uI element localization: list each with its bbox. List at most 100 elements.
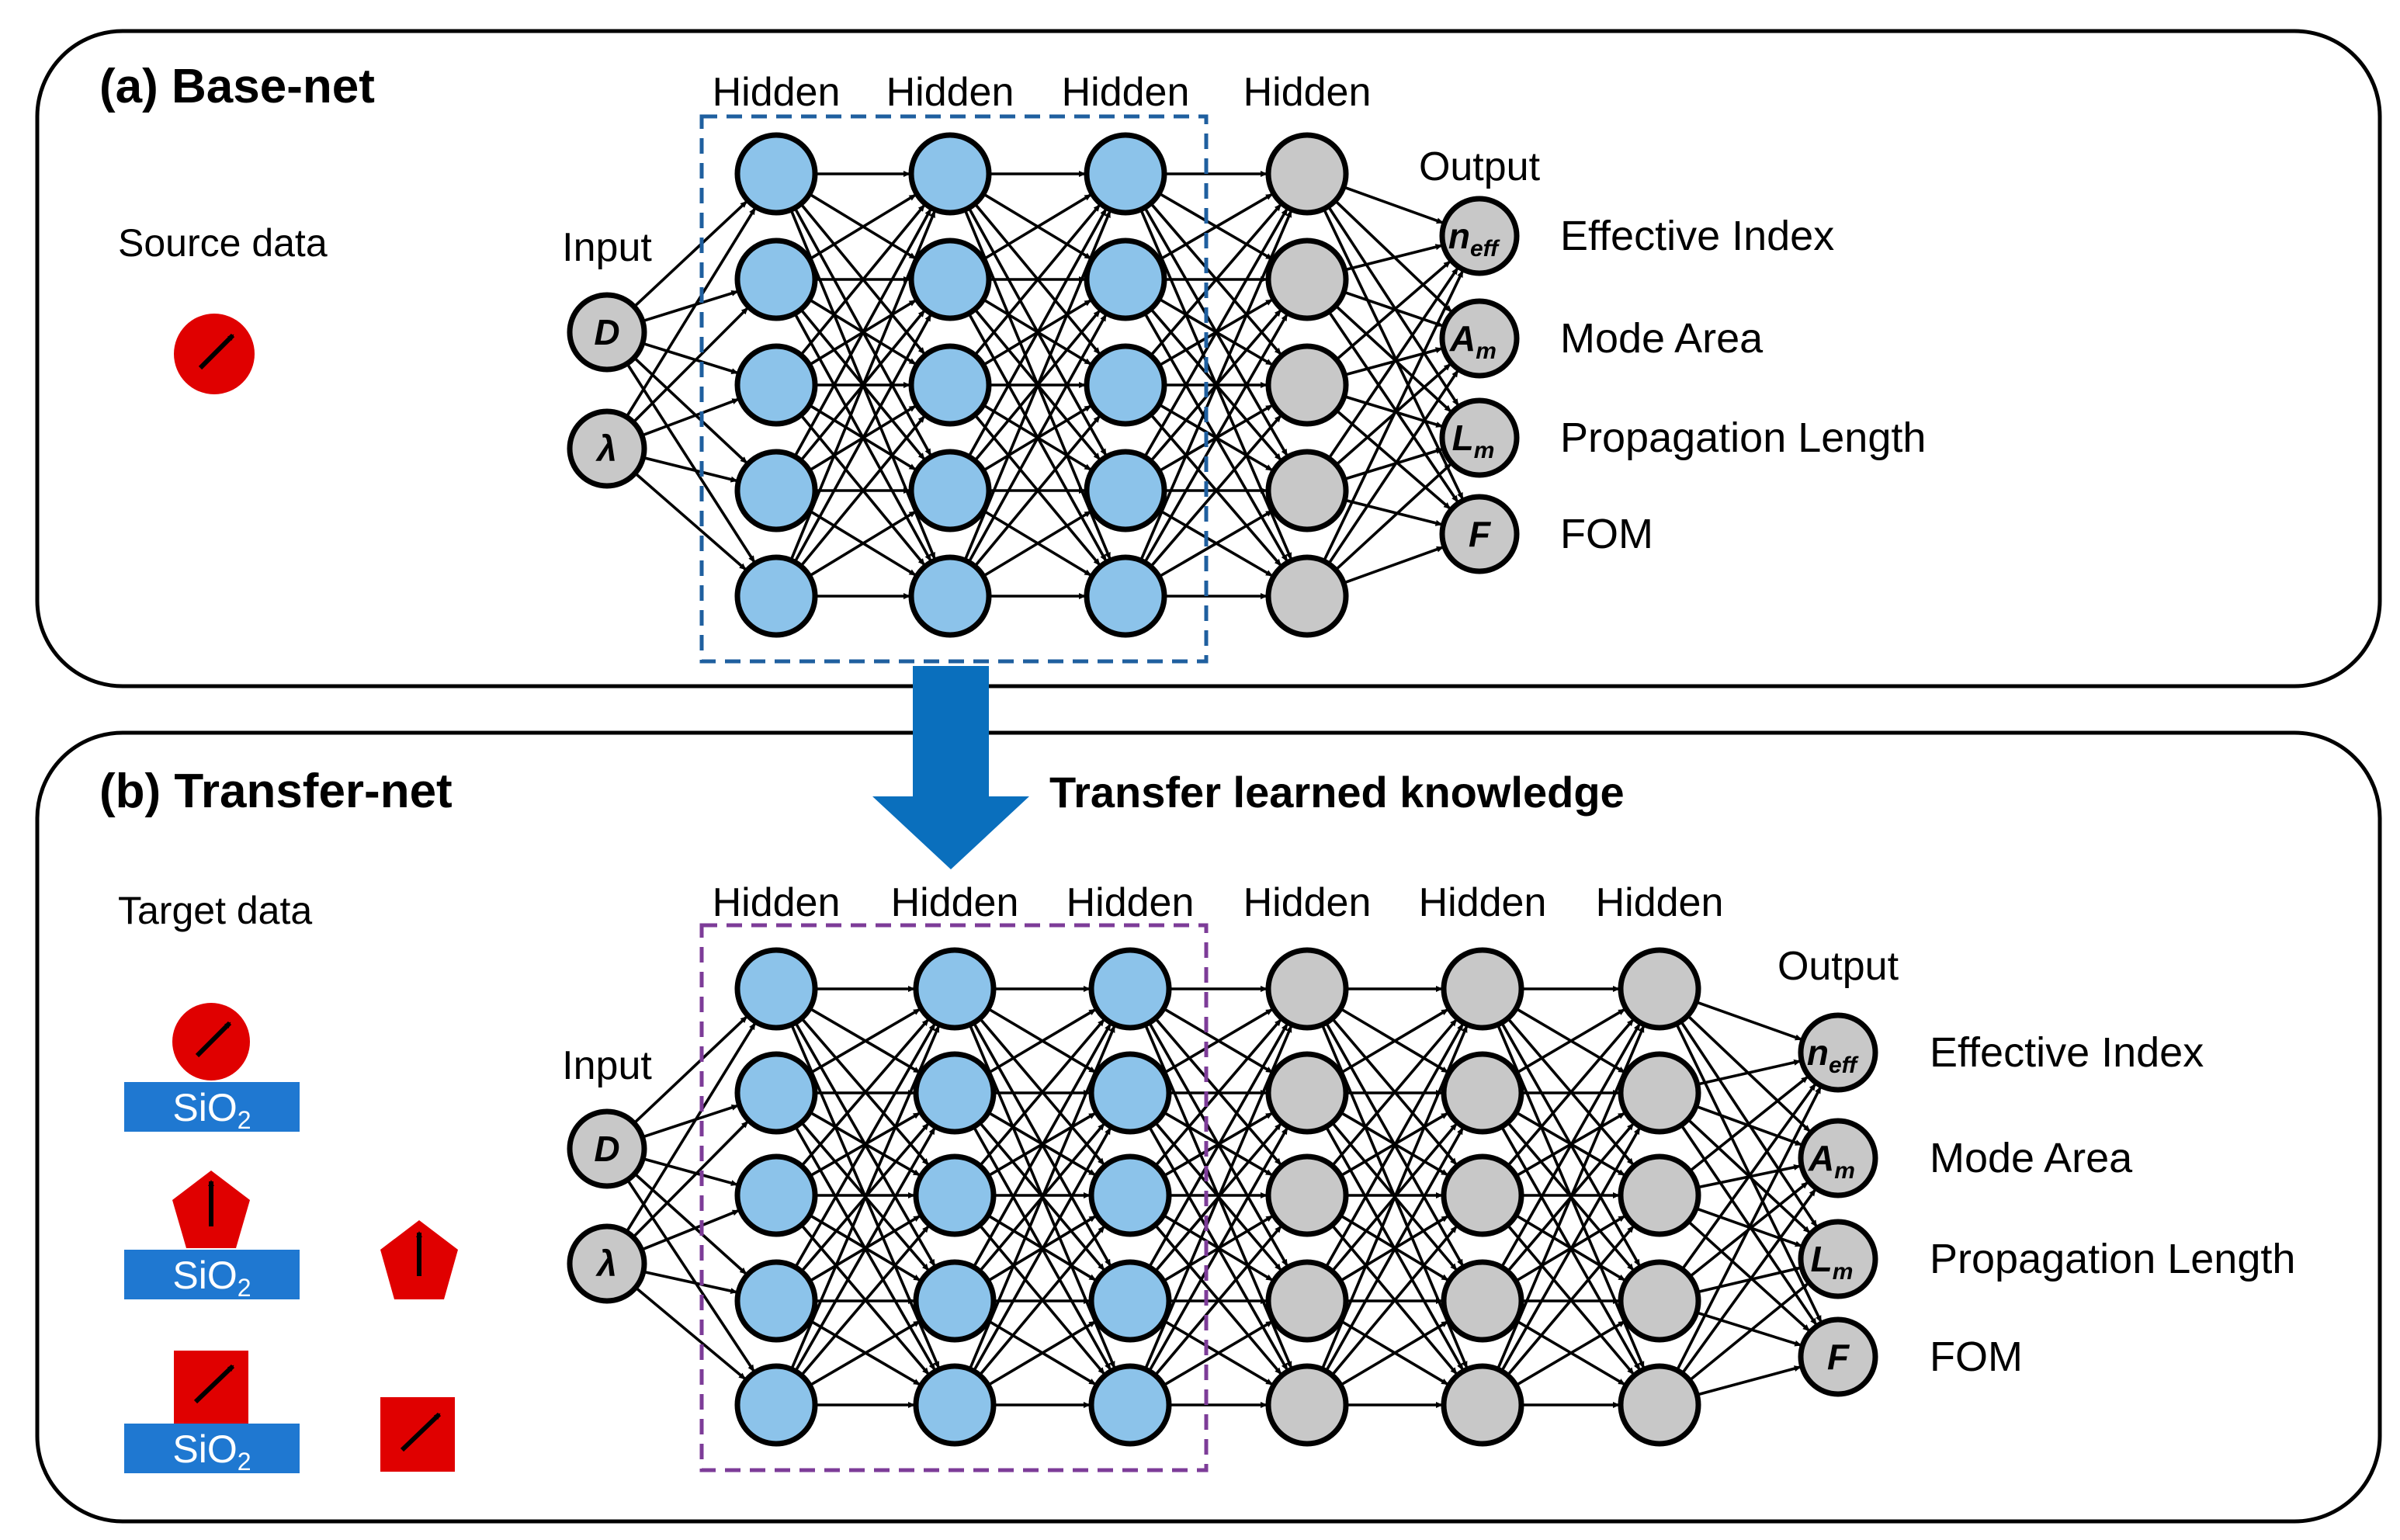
hidden-node	[1441, 1153, 1524, 1237]
substrate-subscript: 2	[238, 1274, 251, 1302]
hidden-node	[1441, 947, 1524, 1031]
connection-arrow	[967, 208, 1108, 458]
hidden-layer-label: Hidden	[1596, 880, 1724, 925]
connection-arrow	[1680, 1083, 1817, 1271]
connection-arrow	[625, 207, 757, 418]
output-symbol: neff	[1448, 216, 1500, 262]
connection-arrow	[643, 1270, 738, 1295]
hidden-node	[734, 132, 818, 216]
hidden-node	[1084, 449, 1167, 532]
hidden-node	[1441, 1051, 1524, 1135]
connection-arrow	[967, 314, 1108, 564]
connection-arrow	[1322, 270, 1465, 562]
connection-arrow	[1331, 1018, 1458, 1167]
connection-arrow	[1327, 369, 1459, 565]
hidden-node	[1265, 947, 1349, 1031]
connection-arrow	[1340, 1008, 1449, 1075]
hidden-node	[1618, 947, 1701, 1031]
output-node	[1798, 1012, 1878, 1093]
connection-arrow	[1150, 414, 1282, 568]
connection-arrow	[1688, 1282, 1809, 1382]
connection-arrow	[633, 1015, 748, 1125]
node-symbol-text: F	[1827, 1337, 1850, 1377]
transfer-label: Transfer learned knowledge	[1049, 768, 1625, 817]
connection-arrow	[972, 1023, 1112, 1268]
connection-arrow	[1506, 1225, 1635, 1376]
hidden-node	[1088, 1051, 1172, 1135]
base-transfer-box	[699, 114, 1209, 664]
connection-arrow	[642, 290, 739, 323]
connection-arrow	[626, 362, 756, 564]
connection-arrow	[1335, 409, 1451, 510]
substrate-subscript: 2	[238, 1106, 251, 1134]
connection-arrow	[800, 1225, 930, 1377]
substrate-label: SiO	[172, 1254, 237, 1297]
node-symbol-text: n	[1448, 216, 1470, 256]
connection-arrow	[1327, 267, 1459, 460]
connection-arrow	[1143, 208, 1288, 458]
connection-arrow	[794, 1127, 936, 1372]
output-node	[1439, 494, 1520, 574]
svg-text:SiO2: SiO2	[172, 1086, 251, 1134]
output-name-label: Effective Index	[1560, 213, 1834, 259]
connection-arrow	[1334, 304, 1452, 413]
hidden-node	[913, 1051, 997, 1135]
hidden-node	[1441, 1363, 1524, 1447]
output-name-label: Mode Area	[1930, 1135, 2133, 1181]
hidden-layer-label: Hidden	[713, 70, 841, 115]
hidden-node	[1618, 1363, 1701, 1447]
node-symbol-text: λ	[595, 1243, 617, 1284]
connection-arrow	[978, 1225, 1106, 1376]
hidden-node	[908, 343, 992, 427]
connection-arrow	[642, 1104, 739, 1139]
hidden-layer-label: Hidden	[713, 880, 841, 925]
connection-arrow	[634, 472, 747, 571]
connection-arrow	[641, 397, 740, 437]
output-symbol: F	[1827, 1337, 1850, 1377]
output-layer-label: Output	[1419, 144, 1541, 189]
connection-arrow	[1343, 186, 1444, 224]
connection-arrow	[1163, 1320, 1274, 1387]
hidden-node	[1088, 1153, 1172, 1237]
input-node	[567, 1223, 647, 1304]
node-subscript-text: m	[1476, 338, 1497, 364]
connection-arrow	[1515, 1320, 1626, 1387]
connection-arrow	[640, 1209, 740, 1251]
output-symbol: Lm	[1452, 418, 1495, 463]
transfer-box	[699, 923, 1209, 1472]
input-symbol: λ	[595, 1243, 617, 1284]
hidden-layer-label: Hidden	[886, 70, 1014, 115]
node-symbol-text: L	[1452, 418, 1474, 458]
node-subscript-text: m	[1833, 1259, 1854, 1285]
hidden-node	[1441, 1259, 1524, 1343]
connection-arrow	[1500, 1127, 1641, 1372]
connection-arrow	[1340, 1320, 1449, 1387]
input-node	[567, 292, 647, 373]
hidden-node	[908, 238, 992, 321]
connection-arrow	[972, 1127, 1112, 1372]
panel-b-title: (b) Transfer-net	[99, 765, 453, 818]
hidden-node	[734, 449, 818, 532]
output-layer-label: Output	[1777, 944, 1899, 989]
hidden-layer-label: Hidden	[1243, 880, 1372, 925]
connection-arrow	[1697, 1059, 1802, 1086]
node-subscript-text: m	[1834, 1158, 1855, 1184]
hidden-node	[913, 1153, 997, 1237]
hidden-node	[1088, 1259, 1172, 1343]
connection-arrow	[1675, 1086, 1823, 1372]
square-particle-icon	[380, 1397, 455, 1472]
connection-arrow	[1139, 210, 1293, 561]
node-subscript-text: eff	[1829, 1053, 1859, 1078]
hidden-node	[1265, 554, 1349, 638]
hidden-node	[1265, 1051, 1349, 1135]
connection-lines	[625, 171, 1465, 599]
connection-arrow	[632, 1120, 749, 1239]
svg-text:SiO2: SiO2	[172, 1254, 251, 1302]
connection-arrow	[982, 193, 1092, 261]
connection-arrow	[1696, 1365, 1802, 1396]
connection-arrow	[1344, 244, 1443, 272]
hidden-node	[1265, 1259, 1349, 1343]
connection-arrow	[799, 203, 926, 356]
